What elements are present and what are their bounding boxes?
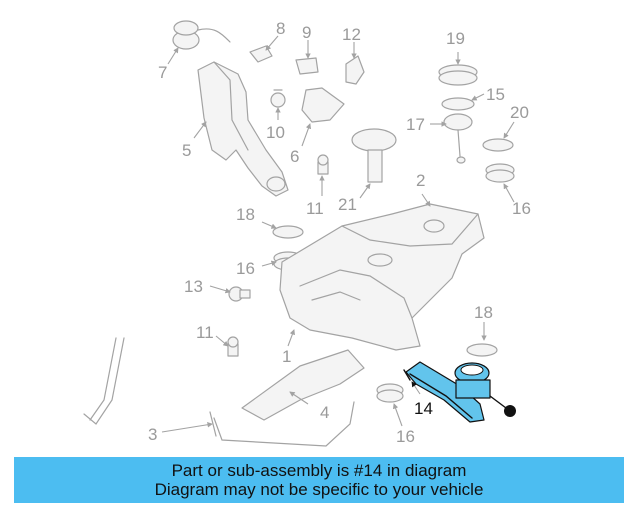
banner-line-1: Part or sub-assembly is #14 in diagram <box>171 461 467 480</box>
callout-8: 8 <box>276 19 285 38</box>
part-18-seal-right <box>466 343 498 357</box>
info-banner: Part or sub-assembly is #14 in diagram D… <box>14 457 624 503</box>
part-10-sensor <box>270 89 286 108</box>
callout-11-upper: 11 <box>306 199 324 218</box>
callout-14: 14 <box>414 399 433 418</box>
part-7-filler-cap <box>172 20 231 50</box>
callout-18-left: 18 <box>236 205 255 224</box>
callout-2: 2 <box>416 171 425 190</box>
callout-5: 5 <box>182 141 191 160</box>
callout-21: 21 <box>338 195 357 214</box>
part-20-seal <box>482 138 514 152</box>
part-8-valve <box>249 45 273 63</box>
callout-15: 15 <box>486 85 505 104</box>
callout-11-lower: 11 <box>196 323 214 342</box>
callout-6: 6 <box>290 147 299 166</box>
callout-12: 12 <box>342 25 361 44</box>
part-6-heat-shield <box>301 87 345 123</box>
part-16-gasket-upper-right <box>485 163 515 183</box>
callout-3: 3 <box>148 425 157 444</box>
part-15-seal <box>441 97 475 111</box>
part-18-seal-left <box>272 225 304 239</box>
part-4-heat-shield <box>241 349 365 421</box>
part-21-fuel-pump <box>351 128 397 183</box>
part-16-gasket-lower <box>376 383 404 403</box>
part-3-strap <box>83 337 355 447</box>
callout-7: 7 <box>158 63 167 82</box>
callout-9: 9 <box>302 23 311 42</box>
leader-lines <box>161 35 515 433</box>
part-13-sensor <box>228 286 251 302</box>
callout-16-upper-right: 16 <box>512 199 531 218</box>
banner-line-2: Diagram may not be specific to your vehi… <box>154 480 484 499</box>
part-11-valve-upper <box>317 154 329 175</box>
callout-labels: 7 8 9 12 19 15 20 17 10 5 6 2 21 11 16 1… <box>148 19 531 446</box>
part-5-filler-neck <box>197 61 289 197</box>
callout-1: 1 <box>282 347 291 366</box>
callout-16-lower: 16 <box>396 427 415 446</box>
callout-16-left: 16 <box>236 259 255 278</box>
callout-4: 4 <box>320 403 329 422</box>
part-11-valve-lower <box>227 336 239 357</box>
callout-18-right: 18 <box>474 303 493 322</box>
part-1-2-fuel-tank <box>279 203 485 351</box>
callout-19: 19 <box>446 29 465 48</box>
part-12-bracket <box>345 55 365 85</box>
callout-20: 20 <box>510 103 529 122</box>
callout-17: 17 <box>406 115 425 134</box>
callout-13: 13 <box>184 277 203 296</box>
callout-10: 10 <box>266 123 285 142</box>
part-14-fuel-pump-assembly <box>403 361 516 423</box>
part-17-sender <box>443 113 473 164</box>
part-19-lock-ring <box>438 64 478 86</box>
part-9-clip <box>295 57 319 75</box>
